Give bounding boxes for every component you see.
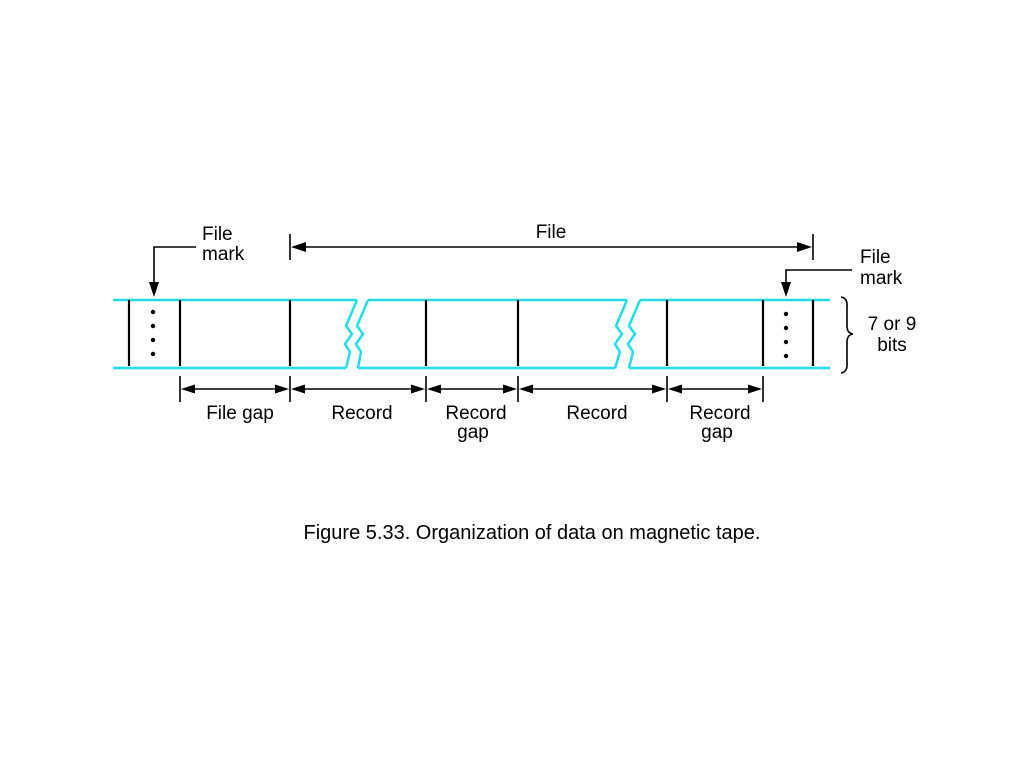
file-gap-label: File gap	[206, 403, 274, 424]
tape-break-right-a	[613, 299, 629, 369]
file-mark-left-label-line-2: mark	[202, 244, 245, 265]
record-gap-label-2-line-1: Record	[689, 403, 750, 424]
file-mark-dots-left	[150, 309, 156, 357]
file-mark-right-label-line-1: File	[860, 247, 891, 268]
tape-break-right-b	[626, 299, 642, 369]
record-label-1: Record	[331, 403, 392, 424]
record-gap-label-1-line-2: gap	[457, 422, 489, 443]
block-boundaries	[127, 300, 815, 366]
bits-label-line-1: 7 or 9	[868, 314, 917, 335]
file-mark-left-label-line-1: File	[202, 224, 233, 245]
bottom-dimensions	[179, 376, 764, 402]
file-mark-right-label-line-2: mark	[860, 268, 903, 289]
tape-break-left-b	[354, 299, 370, 369]
file-dimension	[289, 234, 814, 260]
file-label: File	[536, 222, 567, 243]
bits-brace	[840, 296, 854, 374]
figure-caption: Figure 5.33. Organization of data on mag…	[304, 522, 761, 544]
record-gap-label-2-line-2: gap	[701, 422, 733, 443]
record-gap-label-1-line-1: Record	[445, 403, 506, 424]
file-mark-left-arrow	[149, 246, 196, 297]
tape-edges	[113, 298, 830, 370]
file-mark-dots-right	[783, 311, 789, 359]
file-mark-right-arrow	[781, 269, 852, 297]
bits-label-line-2: bits	[877, 335, 907, 356]
record-label-2: Record	[566, 403, 627, 424]
tape-break-left-a	[343, 299, 359, 369]
